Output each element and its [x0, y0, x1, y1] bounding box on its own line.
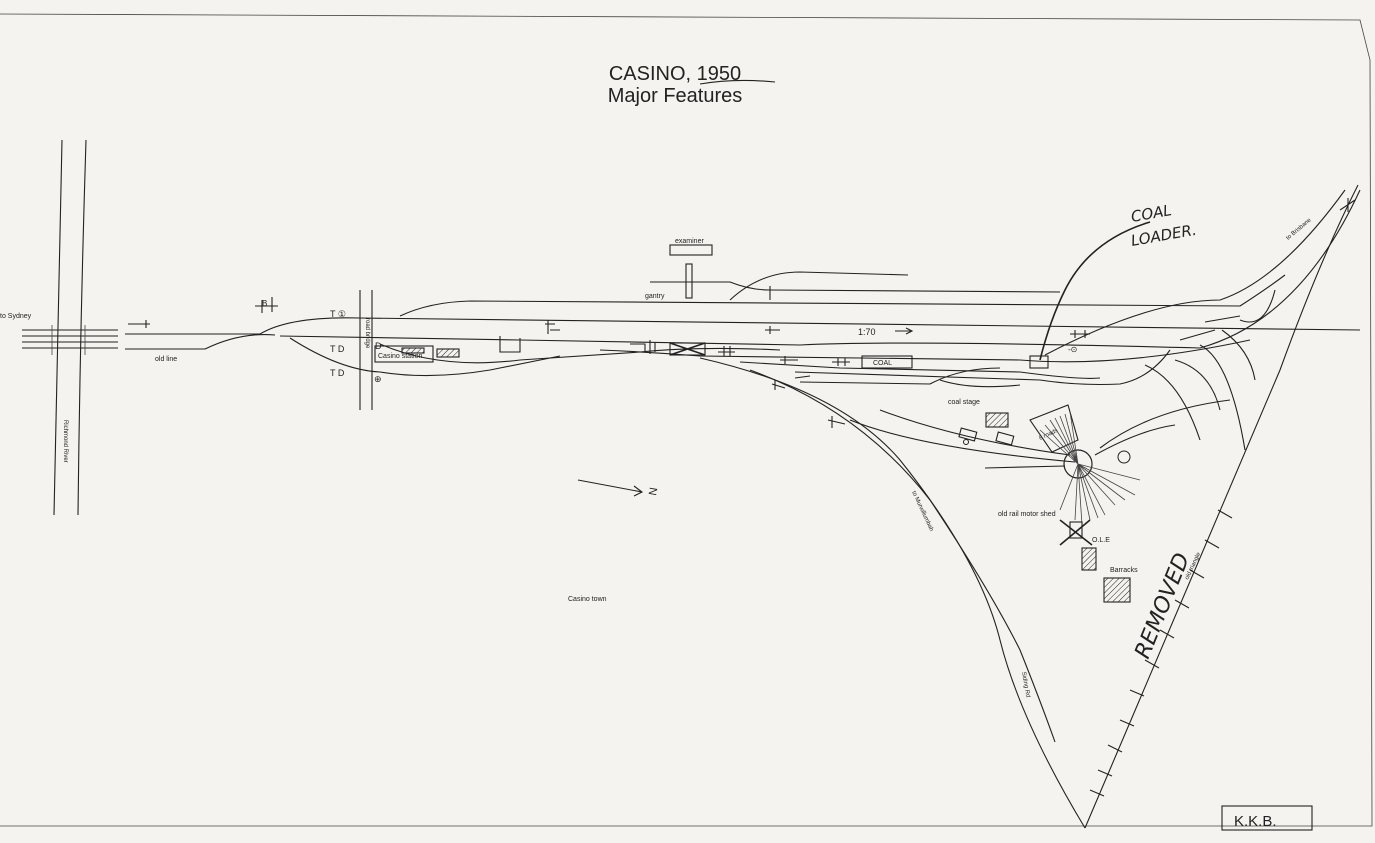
gantry-label: gantry [645, 293, 665, 300]
examiner-siding [650, 281, 1061, 293]
examiner-shed [669, 244, 713, 256]
loop-track-1 [379, 343, 781, 364]
barracks-annex [1081, 547, 1097, 571]
barracks-label: Barracks [1110, 567, 1138, 574]
roads-label: 8 roads [1038, 428, 1059, 442]
coal-stage-label: coal stage [948, 399, 980, 406]
old-line-label: old line [155, 356, 177, 363]
diagram-subtitle: Major Features [608, 85, 743, 107]
upper-yard-loop [399, 274, 1286, 317]
brisbane-line [1044, 189, 1346, 356]
old-rail-motor-shed-label: old rail motor shed [998, 511, 1056, 518]
river-bank-east [77, 139, 87, 516]
gantry [685, 263, 693, 299]
main-line-west [125, 317, 1361, 335]
murwillumbah-line [699, 357, 1086, 829]
casino-town-label: Casino town [568, 596, 607, 603]
diagram-title: CASINO, 1950 [609, 63, 741, 85]
coal-stage-box [985, 412, 1009, 428]
title-underline [699, 79, 776, 85]
murwillumbah-line-2 [749, 369, 1056, 743]
coal-loader [1029, 355, 1049, 369]
initials-stamp [1221, 805, 1313, 831]
barracks-building [1103, 577, 1131, 603]
coal-loader-annotation-1: COAL [1130, 201, 1173, 226]
north-arrow [577, 479, 644, 497]
turntable [1063, 449, 1093, 479]
loop-track-2 [289, 337, 561, 377]
river-label: Richmond River [62, 420, 68, 463]
examiner-label: examiner [675, 238, 704, 245]
platform-road [279, 189, 1361, 349]
svg-text:D: D [375, 341, 382, 351]
ole-label: O.L.E [1092, 537, 1110, 544]
svg-text:T ①: T ① [330, 309, 346, 319]
to-murwillumbah-label: to Murwillumbah [910, 490, 934, 532]
svg-text:⊕: ⊕ [374, 374, 382, 384]
to-sydney-label: to Sydney [0, 313, 32, 320]
depot-road-1 [849, 419, 1076, 463]
page-border [0, 13, 1373, 827]
station-building [374, 345, 434, 363]
old-line-track [125, 334, 276, 350]
svg-text:-⊙: -⊙ [1068, 345, 1077, 354]
coal-label: COAL [873, 360, 892, 367]
road-bridge-label: road bridge [364, 318, 370, 349]
goods-yard-road [739, 361, 1101, 379]
svg-text:T D: T D [330, 368, 345, 378]
svg-text:B: B [262, 299, 267, 308]
yard-fan-ticks [1144, 289, 1276, 451]
casino-station-label: Casino station [378, 353, 422, 360]
roundhouse [1029, 404, 1079, 453]
to-brisbane-label: to Brisbane [1285, 217, 1313, 242]
triangle-east-leg [1084, 184, 1359, 829]
siding-label: Siding Rd [1020, 671, 1030, 698]
coal-box [861, 355, 913, 369]
weighbridge [669, 342, 706, 356]
river-bank-west [53, 139, 63, 516]
river-bridge-track [22, 329, 118, 349]
north-label: N [647, 487, 660, 497]
svg-text:T D: T D [330, 344, 345, 354]
grade-label: 1:70 [858, 327, 876, 337]
removed-track-ticks [1089, 509, 1233, 797]
coal-loader-pointer [1039, 221, 1151, 361]
initials-stamp-text: K.K.B. [1234, 813, 1277, 830]
coal-road [599, 339, 1251, 363]
turntable-radial-roads [1039, 411, 1141, 526]
